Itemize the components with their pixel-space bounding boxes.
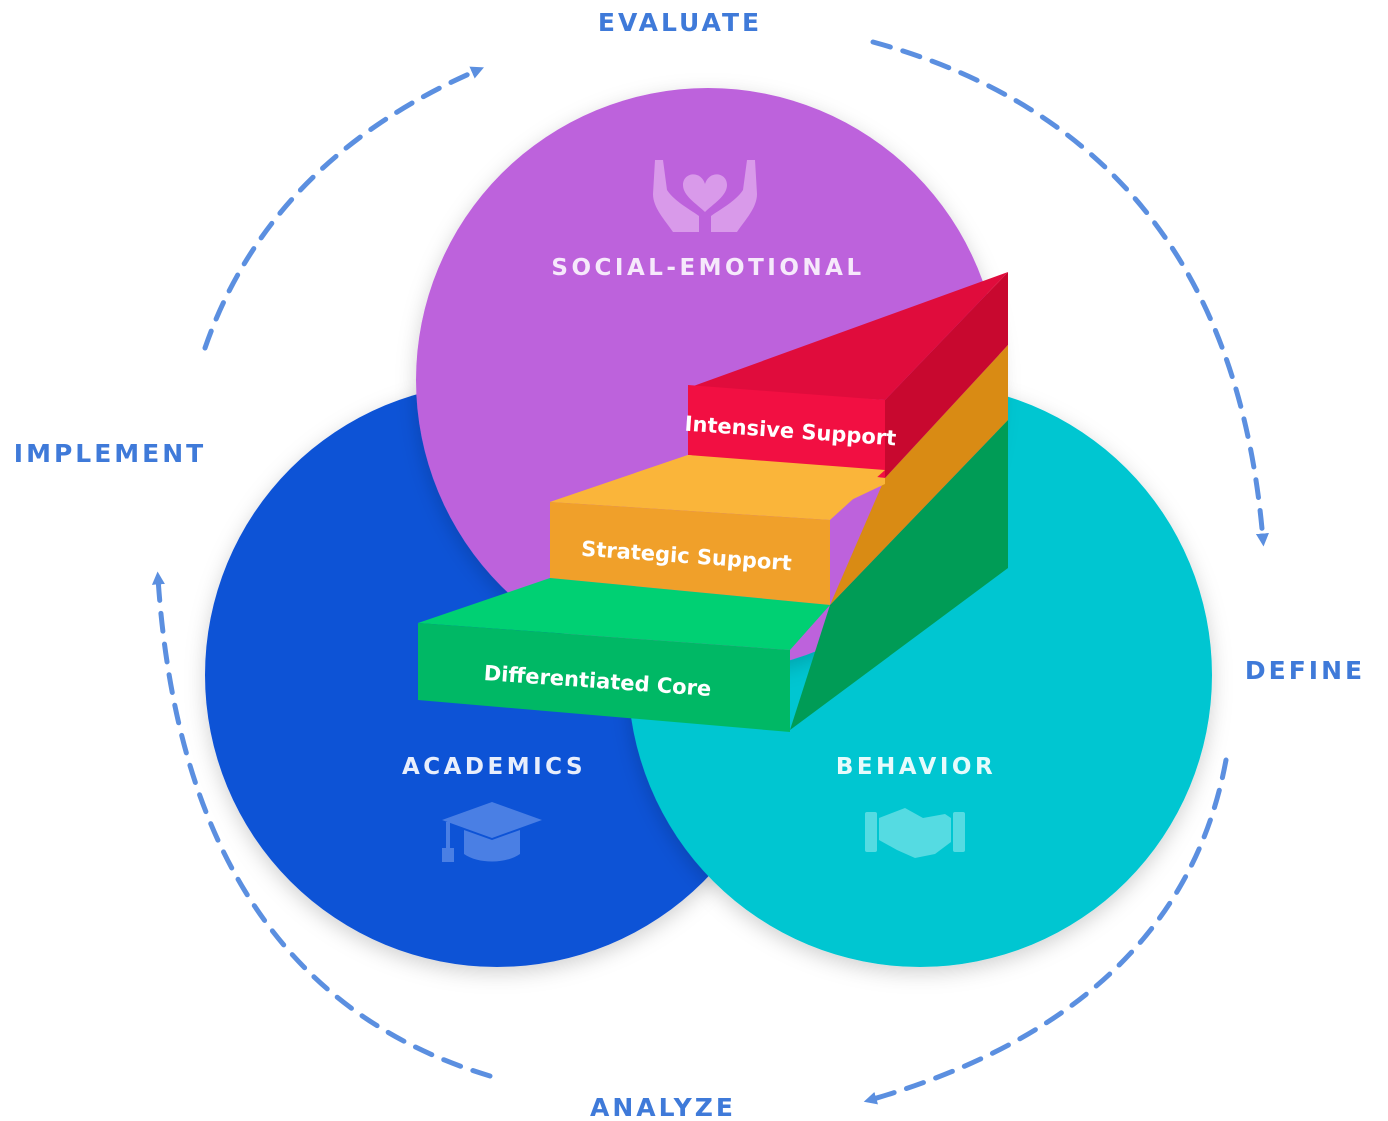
label-evaluate: EVALUATE [598, 8, 762, 37]
label-behavior: BEHAVIOR [836, 754, 996, 780]
label-academics: ACADEMICS [402, 754, 586, 780]
stair-front-intensive [688, 385, 885, 478]
handshake-icon [865, 808, 965, 858]
arrow-to-evaluate [202, 66, 484, 351]
label-define: DEFINE [1245, 656, 1365, 685]
stair-front-core [418, 623, 790, 732]
arrow-to-implement [151, 571, 493, 1079]
tier-staircase: Intensive Support Strategic Support Diff… [418, 272, 1008, 732]
stair-side-core [790, 420, 1008, 730]
stair-top-intensive [688, 272, 1008, 400]
arrow-to-define [870, 39, 1269, 547]
stair-top-strategic-fill [550, 455, 885, 520]
cycle-arrows [151, 39, 1269, 1105]
hands-heart-icon [653, 160, 757, 232]
label-implement: IMPLEMENT [14, 439, 206, 468]
stair-side-strategic [830, 345, 1008, 605]
arrow-to-analyze [863, 757, 1229, 1105]
label-social-emotional: SOCIAL-EMOTIONAL [551, 255, 864, 281]
label-analyze: ANALYZE [590, 1093, 736, 1121]
stair-front-strategic [550, 502, 830, 605]
graduation-cap-icon [442, 802, 542, 862]
stair-top-core [418, 578, 830, 650]
stair-side-intensive [885, 272, 1008, 478]
